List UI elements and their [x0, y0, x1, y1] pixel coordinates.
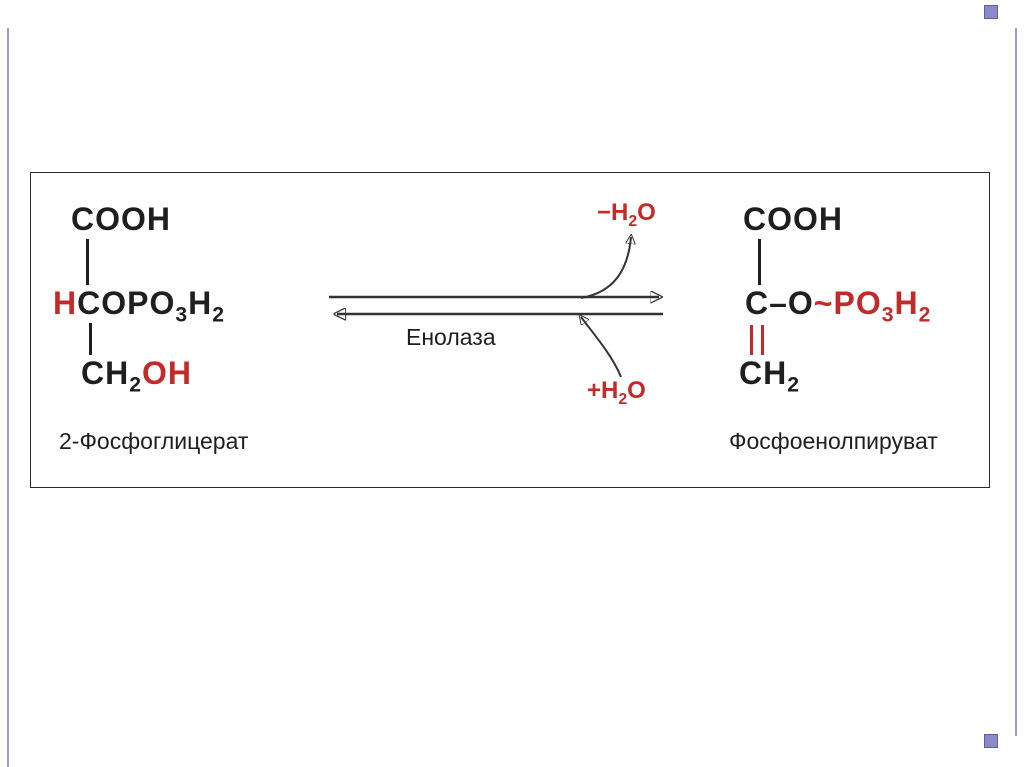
h-atom-highlight: H	[53, 285, 78, 321]
enzyme-label: Енолаза	[406, 324, 496, 350]
formula-co-phosphate: C–O~PO3H2	[745, 285, 932, 327]
double-bond	[750, 325, 753, 355]
water-in-arrow-icon	[581, 317, 622, 378]
formula-hcopo3h2: HCOPO3H2	[53, 285, 225, 327]
formula-ch2: CH2	[739, 355, 800, 397]
slide-border-left	[7, 28, 9, 767]
water-out-label: −H2O	[597, 199, 656, 230]
slide-corner-top-right-icon	[984, 5, 998, 19]
water-in-label: +H2O	[587, 377, 646, 408]
single-bond	[86, 239, 89, 285]
slide-border-right	[1015, 28, 1017, 736]
molecule-caption-left: 2-Фосфоглицерат	[59, 428, 249, 454]
water-out-arrow-icon	[580, 237, 631, 299]
single-bond	[758, 239, 761, 285]
formula-cooh: COOH	[743, 201, 843, 237]
formula-cooh: COOH	[71, 201, 171, 237]
molecule-caption-right: Фосфоенолпируват	[729, 428, 938, 454]
formula-c-o: C–O	[745, 285, 814, 321]
phosphate-highlight: ~PO3H2	[813, 285, 932, 327]
formula-copo3h2: COPO3H2	[77, 285, 225, 327]
formula-ch2: CH2	[81, 355, 142, 397]
oh-group-highlight: OH	[141, 355, 192, 391]
formula-ch2oh: CH2OH	[81, 355, 192, 397]
reaction-diagram-panel: COOH HCOPO3H2 CH2OH 2-Фосфоглицерат −H2O…	[30, 172, 990, 488]
double-bond	[761, 325, 764, 355]
single-bond	[89, 323, 92, 355]
slide-corner-bottom-right-icon	[984, 734, 998, 748]
reaction-arrows	[329, 173, 663, 378]
